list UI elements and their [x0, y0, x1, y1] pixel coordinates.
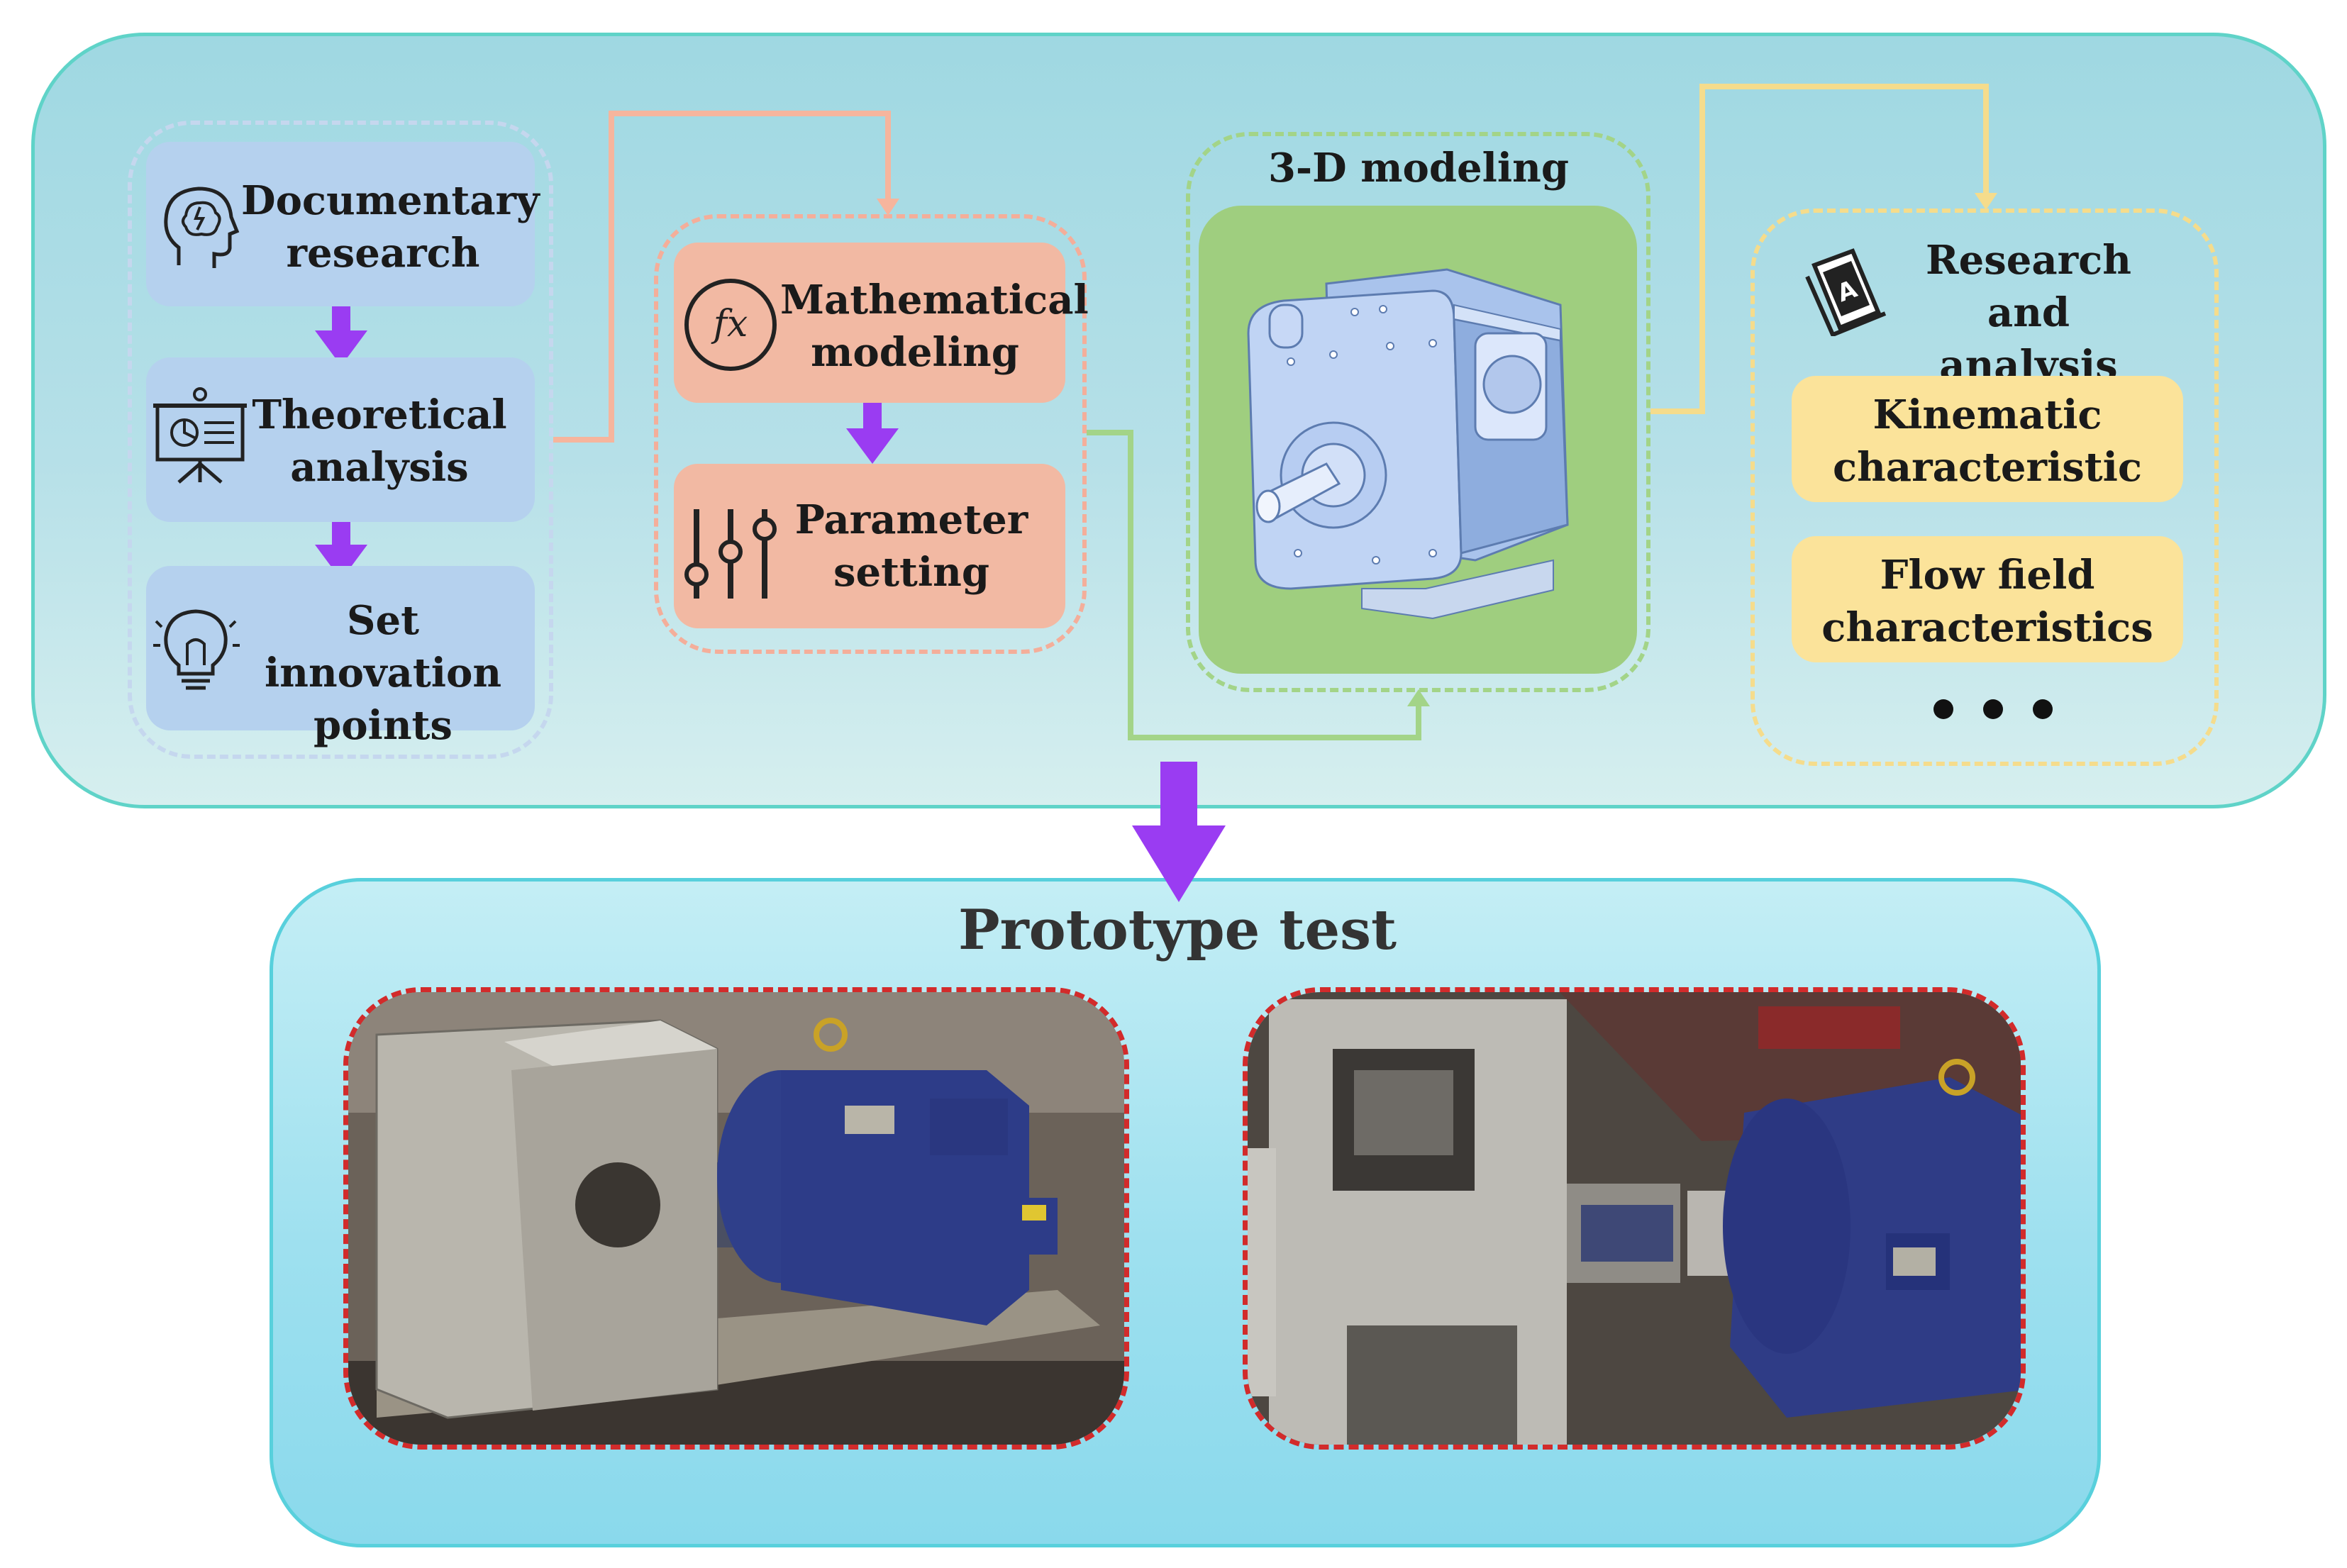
- mathematical-modeling-box: [674, 243, 1065, 403]
- flow-field-box: [1792, 536, 2183, 662]
- green-arrowhead: [1407, 689, 1430, 706]
- modeling-stage-group: [654, 214, 1087, 654]
- lightbulb-icon: [153, 609, 240, 690]
- research-analysis-title: Research and analysis: [1926, 237, 2131, 389]
- flow-field-label: Flow field characteristics: [1821, 552, 2153, 651]
- purple-arrow-3: [846, 401, 899, 464]
- fx-function-icon: fx: [684, 279, 777, 371]
- purple-arrow-1: [315, 302, 367, 366]
- brain-head-icon: [164, 187, 240, 268]
- presentation-board-icon: [153, 387, 247, 484]
- set-innovation-label: Set innovation points: [264, 597, 502, 749]
- research-stage-group: [128, 121, 553, 759]
- research-analysis-group: [1750, 208, 2219, 766]
- 3d-modeling-title: 3-D modeling: [1267, 145, 1570, 191]
- orange-connector: [553, 111, 891, 443]
- parameter-setting-label: Parameter setting: [794, 496, 1028, 596]
- ellipsis-dots: [1933, 699, 2053, 719]
- prototype-photo-right-image: [1248, 992, 2021, 1445]
- green-connector: [1087, 430, 1421, 740]
- 3d-pump-model-image: [1247, 268, 1569, 620]
- prototype-photo-left-image: [348, 992, 1124, 1445]
- yellow-arrowhead: [1975, 193, 1997, 210]
- documentary-research-label: Documentary research: [241, 177, 540, 277]
- kinematic-box: [1792, 376, 2183, 502]
- kinematic-label: Kinematic characteristic: [1832, 391, 2143, 491]
- svg-text:fx: fx: [711, 303, 748, 345]
- yellow-connector: [1650, 84, 1989, 414]
- purple-arrow-main: [1132, 762, 1226, 902]
- prototype-photo-right: [1243, 987, 2026, 1450]
- prototype-photo-left: [343, 987, 1129, 1450]
- orange-arrowhead: [877, 199, 899, 216]
- theoretical-analysis-box: [146, 357, 535, 522]
- mathematical-modeling-label: Mathematical modeling: [780, 277, 1089, 376]
- prototype-test-title: Prototype test: [958, 898, 1397, 962]
- slider-controls-icon: [684, 509, 777, 599]
- set-innovation-box: [146, 566, 535, 730]
- documentary-research-box: [146, 142, 535, 306]
- theoretical-analysis-label: Theoretical analysis: [252, 391, 507, 491]
- book-document-icon: A: [1805, 248, 1887, 336]
